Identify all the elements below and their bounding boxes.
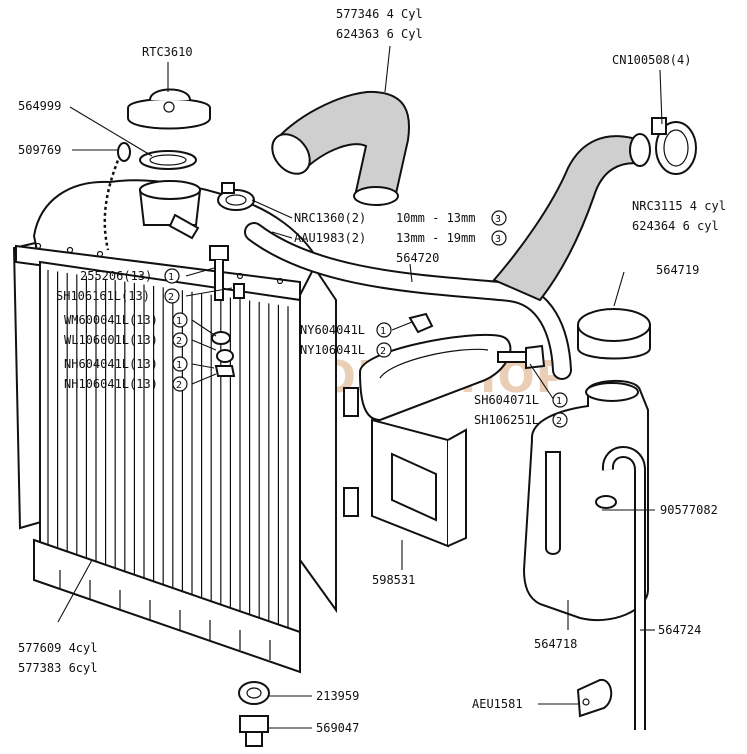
label-bottom-hose-4cyl: NRC3115 4 cyl — [632, 199, 726, 213]
marker-3: 3 — [495, 234, 501, 245]
bracket-nut — [408, 312, 434, 334]
pipe-bracket-clip — [576, 678, 613, 718]
tank-bracket — [343, 333, 512, 548]
radiator — [12, 179, 337, 674]
label-top-hose-6cyl: 624363 6 Cyl — [336, 27, 423, 41]
label-washer-b: WL106001L(13) — [64, 333, 158, 347]
marker-2: 2 — [176, 336, 182, 347]
washer-wl — [216, 349, 234, 363]
radiator-cap — [127, 88, 211, 130]
label-radiator-cap: RTC3610 — [142, 45, 193, 59]
marker-2: 2 — [556, 416, 562, 427]
label-radiator-6cyl: 577383 6cyl — [18, 661, 97, 675]
label-bottom-hose-6cyl: 624364 6 cyl — [632, 219, 719, 233]
bracket-bolt — [497, 344, 546, 370]
label-top-hose-4cyl: 577346 4 Cyl — [336, 7, 423, 21]
label-clip-aau: AAU1983(2) — [294, 231, 366, 245]
top-hose — [274, 90, 410, 200]
bottom-hose — [492, 135, 646, 302]
label-drain-washer: 213959 — [316, 689, 359, 703]
expansion-tank — [522, 379, 649, 622]
label-size-10: 10mm - 13mm — [396, 211, 475, 225]
label-clip-nrc: NRC1360(2) — [294, 211, 366, 225]
marker-circle — [172, 312, 188, 328]
marker-circle — [552, 392, 568, 408]
tank-cap — [577, 308, 651, 360]
label-nut-a: NH604041L(13) — [64, 357, 158, 371]
hose-clip-cn — [651, 117, 697, 175]
label-nut-b: NH106041L(13) — [64, 377, 158, 391]
marker-2: 2 — [380, 346, 386, 357]
marker-circle — [172, 332, 188, 348]
marker-1: 1 — [556, 396, 562, 407]
label-radiator-4cyl: 577609 4cyl — [18, 641, 97, 655]
marker-1: 1 — [176, 316, 182, 327]
label-screw-b: SH106161L(13) — [56, 289, 150, 303]
chain — [103, 154, 122, 251]
seal-ring — [139, 150, 197, 170]
label-nut-small-a: NY604041L — [300, 323, 365, 337]
label-washer-a: WM600041L(13) — [64, 313, 158, 327]
washer-small — [233, 283, 245, 299]
label-tank-cap: 564719 — [656, 263, 699, 277]
marker-circle — [164, 268, 180, 284]
label-overflow-pipe: 564724 — [658, 623, 701, 637]
marker-circle — [552, 412, 568, 428]
label-drain-plug: 569047 — [316, 721, 359, 735]
marker-circle — [376, 322, 392, 338]
marker-2: 2 — [168, 292, 174, 303]
label-seal: 564999 — [18, 99, 61, 113]
nut-nh — [214, 365, 236, 377]
marker-circle — [376, 342, 392, 358]
hose-clip-nrc — [217, 182, 255, 211]
marker-circle — [491, 230, 507, 246]
marker-1: 1 — [380, 326, 386, 337]
marker-1: 1 — [176, 360, 182, 371]
label-nut-small-b: NY106041L — [300, 343, 365, 357]
drain-plug — [239, 715, 269, 747]
label-screw-a: 255206(13) — [80, 269, 152, 283]
label-bolt-a: SH604071L — [474, 393, 539, 407]
label-pipe: 564720 — [396, 251, 439, 265]
drain-washer — [238, 681, 270, 705]
label-hose-clip: CN100508(4) — [612, 53, 691, 67]
marker-2: 2 — [176, 380, 182, 391]
label-bolt-b: SH106251L — [474, 413, 539, 427]
pipe-clip — [595, 495, 617, 509]
label-tank: 564718 — [534, 637, 577, 651]
label-bracket-clip: AEU1581 — [472, 697, 523, 711]
marker-circle — [172, 356, 188, 372]
chain-tag — [117, 142, 131, 162]
label-chain: 509769 — [18, 143, 61, 157]
leader-lines — [57, 45, 663, 729]
washer-wm — [211, 331, 231, 345]
marker-circle — [491, 210, 507, 226]
marker-3: 3 — [495, 214, 501, 225]
label-bracket: 598531 — [372, 573, 415, 587]
marker-circle — [172, 376, 188, 392]
part-labels: 577346 4 Cyl 624363 6 Cyl RTC3610 CN1005… — [18, 7, 726, 735]
label-size-13: 13mm - 19mm — [396, 231, 475, 245]
label-pipe-clip: 90577082 — [660, 503, 718, 517]
marker-1: 1 — [168, 272, 174, 283]
marker-circle — [164, 288, 180, 304]
